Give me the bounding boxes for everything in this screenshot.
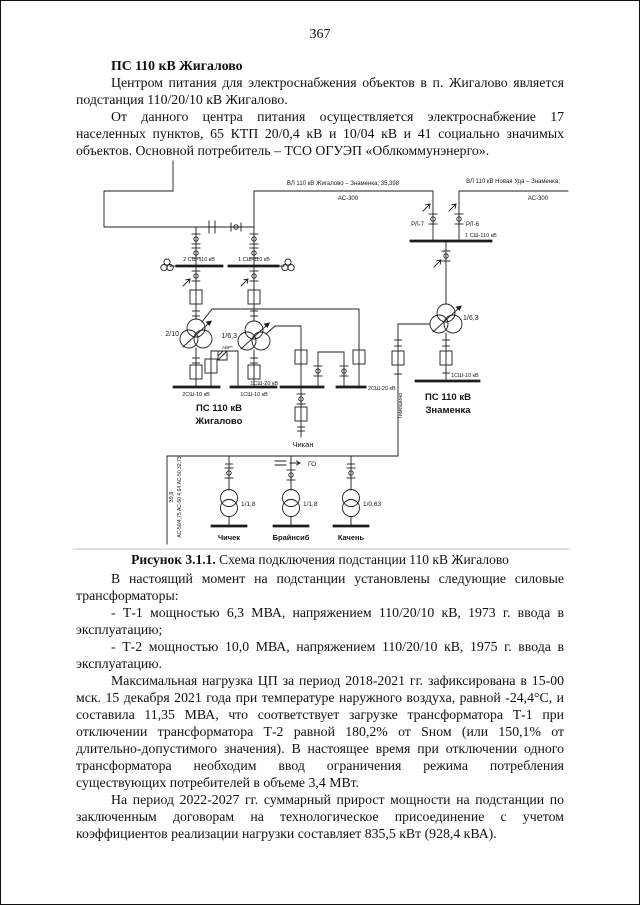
label-zhigalovo-bus10-1: 1СШ-10 кВ (240, 392, 268, 398)
label-rl7: РЛ-7 (411, 222, 425, 228)
label-transformer-kachen: 1/0,63 (363, 501, 381, 508)
list-item-t1: - Т-1 мощностью 6,3 МВА, напряжением 110… (76, 605, 564, 637)
page-body: ПС 110 кВ Жигалово Центром питания для э… (76, 57, 564, 159)
label-avr: АВР* (222, 345, 233, 350)
paragraph-2: От данного центра питания осуществляется… (76, 109, 564, 158)
figure-3-1-1: ВЛ 110 кВ Жигалово – Знаменка; 35,398 АС… (71, 159, 639, 551)
label-brainsib: Брайнсиб (273, 533, 310, 542)
list-item-t2: - Т-2 мощностью 10,0 МВА, напряжением 11… (76, 639, 564, 671)
label-transformer-t1: 1/6,3 (221, 333, 237, 340)
label-transformer-chichek: 1/1,8 (241, 501, 256, 508)
paragraph-4: Максимальная нагрузка ЦП за период 2018-… (76, 673, 564, 790)
label-transformer-znamenka: 1/6,3 (463, 315, 479, 322)
label-go: ГО (308, 461, 316, 468)
label-left-line-length: 39,8 (169, 492, 175, 503)
paragraph-3: В настоящий момент на подстанции установ… (76, 571, 564, 603)
paragraph-1: Центром питания для электроснабжения объ… (76, 75, 564, 107)
label-znamenka-bus10: 1СШ-10 кВ (451, 373, 479, 379)
label-bus20-1: 1СШ-20 кВ (250, 381, 278, 387)
label-ps-zhigalovo-line1: ПС 110 кВ (196, 403, 242, 414)
label-zhigalovo-bus110-2: 2 СШ-110 кВ (183, 257, 215, 263)
single-line-diagram: ВЛ 110 кВ Жигалово – Знаменка; 35,398 АС… (72, 160, 570, 550)
transformer-znamenka-icon (429, 303, 463, 334)
figure-caption-label: Рисунок 3.1.1. (131, 552, 216, 567)
label-line1-wire: АС-300 (338, 196, 359, 202)
power-lines (103, 160, 569, 545)
label-transformer-brainsib: 1/1,8 (303, 501, 318, 508)
label-ps-zhigalovo-line2: Жигалово (195, 416, 243, 427)
label-timoshino: Тимошино (398, 393, 404, 420)
label-znamenka-bus110: 1 СШ-110 кВ (465, 233, 497, 239)
label-line2-name: ВЛ 110 кВ Новая Уда – Знаменка; (466, 179, 560, 185)
figure-caption: Рисунок 3.1.1. Схема подключения подстан… (56, 552, 584, 568)
label-left-line-wire: АС-50/4,75 АС-50 4,64 АС-50 32,73 (177, 456, 183, 537)
label-line1-name: ВЛ 110 кВ Жигалово – Знаменка; 35,398 (287, 181, 400, 187)
transformer-t2-icon (179, 318, 213, 349)
page-number: 367 (309, 27, 331, 42)
label-zhigalovo-bus110-1: 1 СШ-110 кВ (238, 257, 270, 263)
label-chikan: Чикан (293, 440, 314, 449)
breaker-icons (189, 289, 453, 422)
label-rl6: РЛ-6 (466, 222, 480, 228)
label-ps-znamenka-line1: ПС 110 кВ (425, 392, 471, 403)
figure-caption-text: Схема подключения подстанции 110 кВ Жига… (215, 552, 509, 567)
label-transformer-t2: 2/10 (165, 331, 179, 338)
label-line2-wire: АС-300 (528, 196, 549, 202)
label-bus20-2: 2СШ-20 кВ (368, 386, 396, 392)
busbars (172, 239, 493, 528)
label-zhigalovo-bus10-2: 2СШ-10 кВ (182, 392, 210, 398)
label-ps-znamenka-line2: Знаменка (425, 405, 471, 416)
page-body-lower: В настоящий момент на подстанции установ… (76, 570, 564, 842)
label-kachen: Качень (338, 533, 365, 542)
transformer-t1-icon (237, 320, 271, 351)
paragraph-5: На период 2022-2027 гг. суммарный прирос… (76, 792, 564, 841)
label-chichek: Чичек (218, 533, 240, 542)
arrester-arrow-icons (182, 203, 457, 287)
section-heading: ПС 110 кВ Жигалово (111, 58, 243, 73)
